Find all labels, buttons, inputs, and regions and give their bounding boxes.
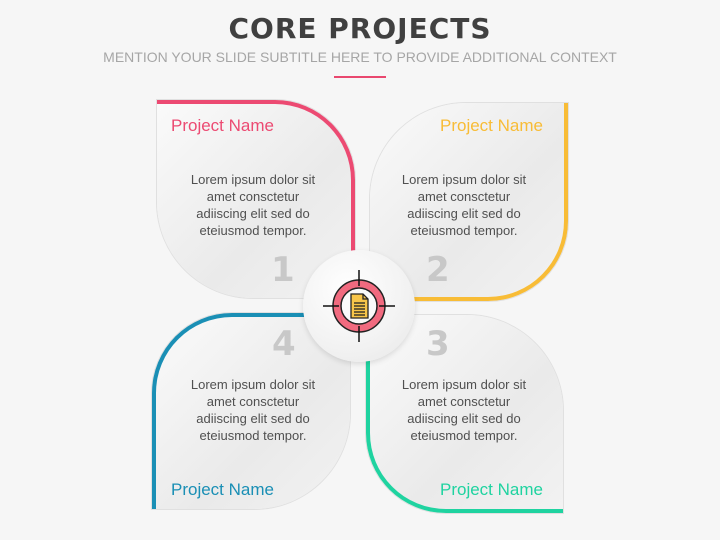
title-underline	[334, 76, 386, 78]
project-card-1	[157, 100, 355, 298]
project-1-number: 1	[271, 250, 295, 290]
project-2-name: Project Name	[440, 116, 543, 135]
slide-subtitle: MENTION YOUR SLIDE SUBTITLE HERE TO PROV…	[103, 49, 617, 65]
project-3-name: Project Name	[440, 480, 543, 499]
project-3-number: 3	[426, 324, 450, 364]
project-1-name: Project Name	[171, 116, 274, 135]
project-4-name: Project Name	[171, 480, 274, 499]
document-target-icon	[323, 270, 395, 342]
project-4-number: 4	[272, 324, 296, 364]
project-card-4	[152, 313, 350, 509]
slide-title: CORE PROJECTS	[228, 12, 492, 45]
project-card-2	[370, 103, 568, 301]
project-2-number: 2	[426, 250, 450, 290]
center-hub	[303, 250, 415, 362]
project-card-3	[366, 315, 563, 513]
